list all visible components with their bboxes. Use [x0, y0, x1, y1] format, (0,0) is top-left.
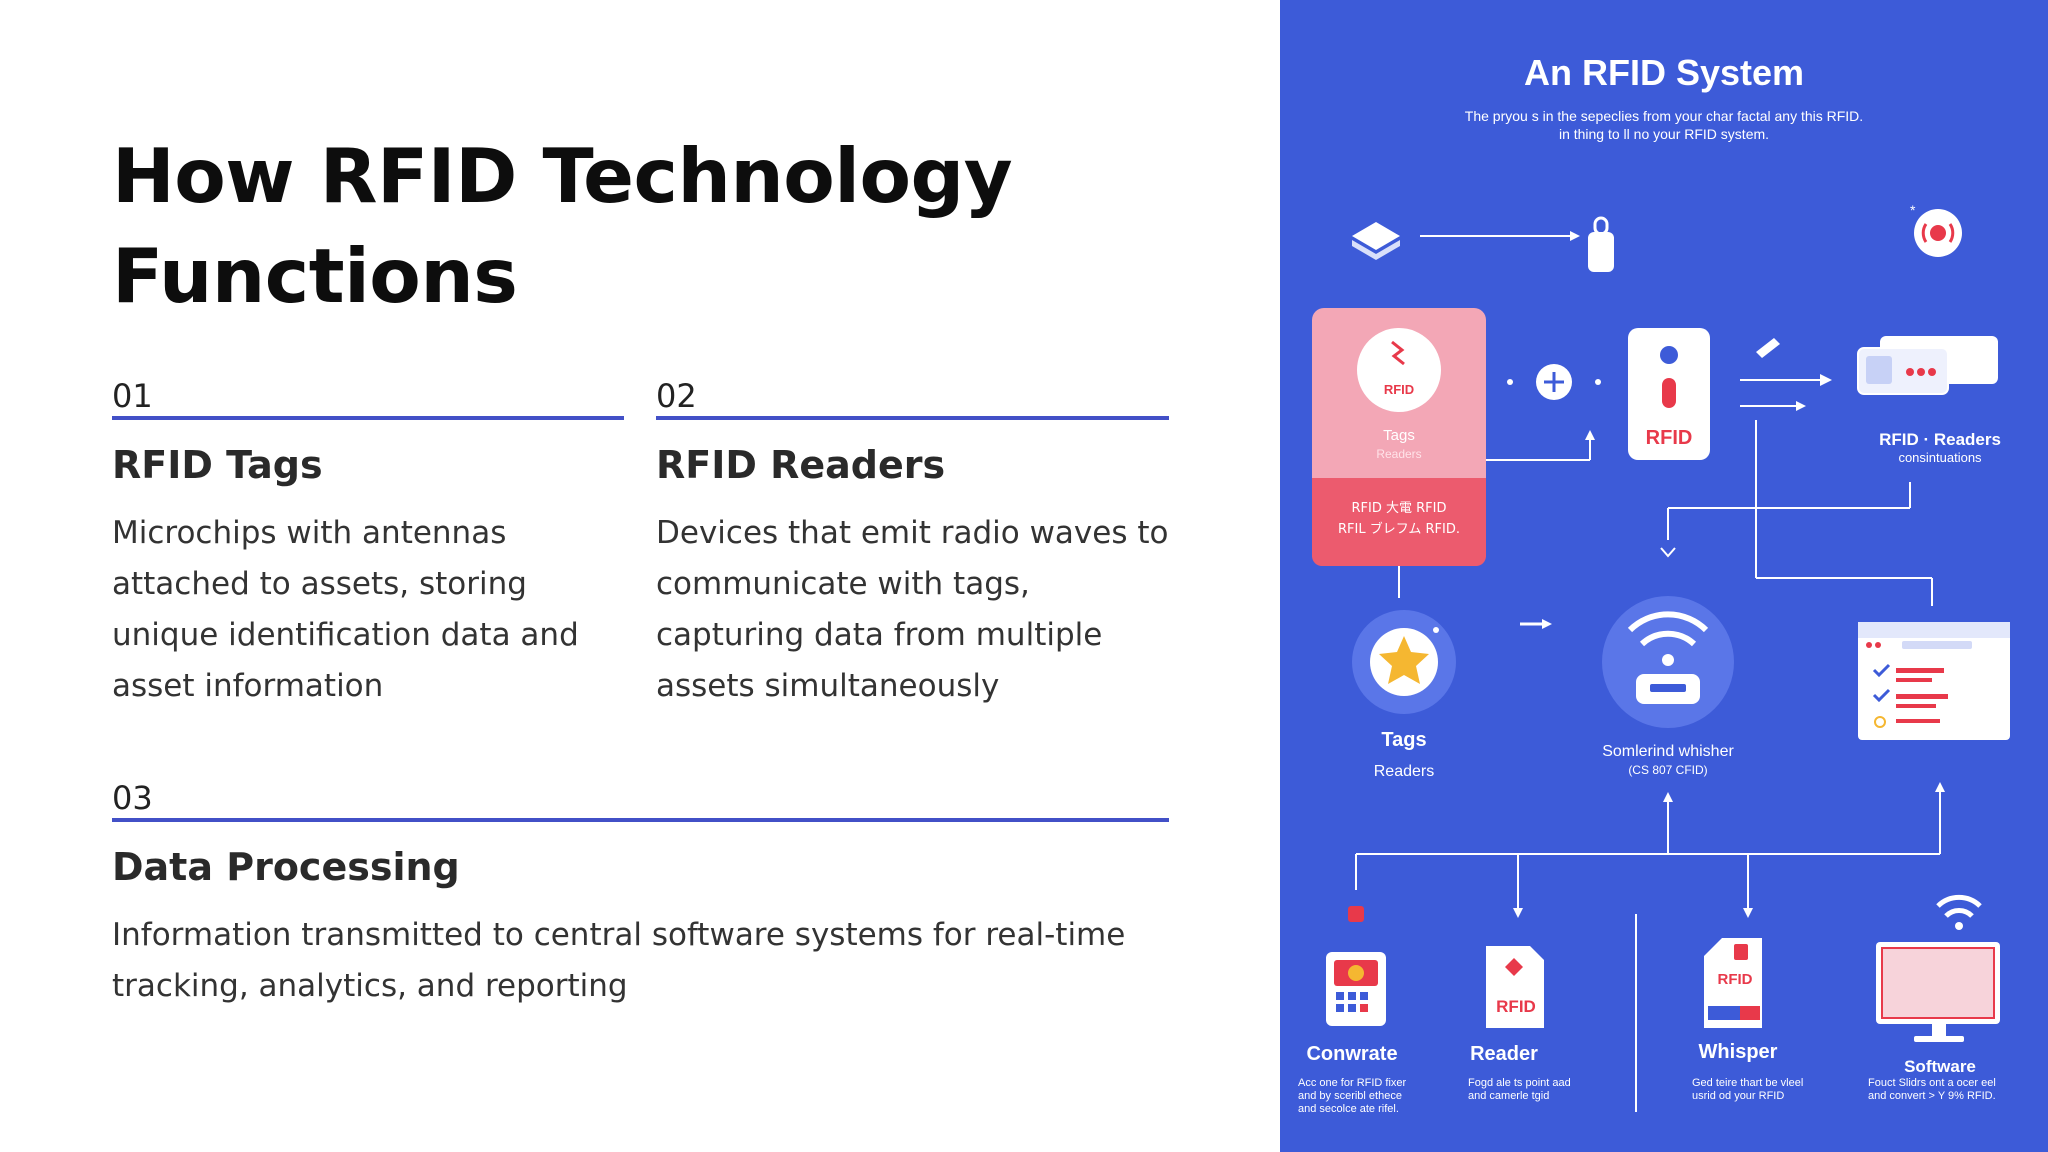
arrow-head-icon: [1542, 619, 1552, 629]
step-card-data-processing: 03 Data Processing Information transmitt…: [112, 780, 1169, 1012]
arrow-head-icon: [1513, 908, 1523, 918]
bottom-item-desc: and convert > Y 9% RFID.: [1868, 1090, 1996, 1102]
wifi-router-icon: [1602, 596, 1734, 728]
readers-label: RFID · Readers: [1879, 430, 2001, 449]
step-heading: Data Processing: [112, 845, 460, 889]
tags-readers-card: RFID Tags Readers RFID 大電 RFID RFIL ブレフム…: [1312, 308, 1486, 566]
step-card-rfid-readers: 02 RFID Readers Devices that emit radio …: [656, 378, 1169, 712]
step-number: 03: [112, 780, 1169, 822]
pink-card-label2: Readers: [1376, 447, 1421, 461]
step-heading: RFID Tags: [112, 443, 323, 487]
bottom-item-desc: and by sceribl ethece: [1298, 1090, 1402, 1102]
arrow-head-icon: [1570, 231, 1580, 241]
bottom-item-desc: usrid od your RFID: [1692, 1090, 1784, 1102]
rfid-system-infographic: An RFID System The pryou s in the sepecl…: [1280, 0, 2048, 1152]
arrow-head-icon: [1743, 908, 1753, 918]
dot-icon: [1595, 379, 1601, 385]
star-tag-icon: [1352, 610, 1456, 714]
svg-text:RFID: RFID: [1718, 971, 1753, 988]
pencil-icon: [1756, 338, 1780, 358]
arrow-head-icon: [1935, 782, 1945, 792]
bottom-item-desc: Fogd ale ts point aad: [1468, 1077, 1571, 1089]
pink-card-label1: Tags: [1383, 427, 1415, 444]
infographic-canvas: An RFID System The pryou s in the sepecl…: [1280, 0, 2048, 1152]
dot-icon: [1507, 379, 1513, 385]
bottom-item-desc: Ged teire thart be vleel: [1692, 1077, 1803, 1089]
pink-card-footer1: RFID 大電 RFID: [1352, 501, 1447, 516]
router-label: Somlerind whisher: [1602, 743, 1734, 760]
controller-device-icon: [1326, 952, 1386, 1026]
bottom-item-name: Reader: [1470, 1043, 1538, 1065]
rfid-readers-device-icon: [1857, 336, 1998, 395]
rfid-file-icon: RFID: [1704, 938, 1762, 1028]
rfid-document-icon: RFID: [1486, 946, 1544, 1028]
bottom-item-desc: Acc one for RFID fixer: [1298, 1077, 1407, 1089]
dashboard-window-icon: [1858, 622, 2010, 740]
x-badge-icon: [1348, 906, 1364, 922]
bottom-item-desc: and camerle tgid: [1468, 1090, 1549, 1102]
step-number: 02: [656, 378, 1169, 420]
bottom-item-name: Software: [1904, 1057, 1976, 1076]
infographic-subtitle-line1: The pryou s in the sepeclies from your c…: [1465, 108, 1863, 124]
svg-text:RFID: RFID: [1384, 382, 1414, 397]
chip-icon: [1352, 222, 1400, 260]
rfid-tag-card: RFID: [1628, 328, 1710, 460]
monitor-icon: [1876, 942, 2000, 1042]
rfid-tag-label: RFID: [1646, 427, 1693, 449]
chevron-down-icon: [1660, 547, 1676, 558]
tags-label: Tags: [1381, 729, 1426, 751]
bottom-item-desc: Fouct Slidrs ont a ocer eel: [1868, 1077, 1996, 1089]
router-sublabel: (CS 807 CFID): [1628, 763, 1707, 777]
arrow-head-icon: [1585, 430, 1595, 440]
arrow-head-icon: [1820, 374, 1832, 386]
step-heading: RFID Readers: [656, 443, 946, 487]
readers-sublabel: consintuations: [1898, 450, 1982, 465]
arrow-head-icon: [1796, 401, 1806, 411]
bottom-item-desc: and secolce ate rifel.: [1298, 1103, 1399, 1115]
infographic-subtitle-line2: in thing to ll no your RFID system.: [1559, 126, 1769, 142]
step-description: Information transmitted to central softw…: [112, 917, 1126, 1004]
rfid-badge-icon: [1357, 328, 1441, 412]
arrow-head-icon: [1663, 792, 1673, 802]
pink-card-footer2: RFIL ブレフム RFID.: [1338, 521, 1460, 537]
lock-icon: [1588, 216, 1614, 272]
svg-text:*: *: [1910, 202, 1916, 218]
step-number: 01: [112, 378, 624, 420]
infographic-title: An RFID System: [1524, 52, 1804, 93]
bottom-item-name: Conwrate: [1306, 1043, 1397, 1065]
signal-badge-icon: *: [1910, 202, 1962, 257]
bottom-item-name: Whisper: [1699, 1041, 1778, 1063]
step-card-rfid-tags: 01 RFID Tags Microchips with antennas at…: [112, 378, 624, 712]
svg-text:RFID: RFID: [1496, 997, 1536, 1016]
step-description: Microchips with antennas attached to ass…: [112, 515, 579, 704]
wifi-icon: [1936, 894, 1982, 930]
step-description: Devices that emit radio waves to communi…: [656, 515, 1169, 704]
slide-title: How RFID Technology Functions: [112, 132, 1013, 320]
tags-sublabel: Readers: [1374, 763, 1434, 780]
